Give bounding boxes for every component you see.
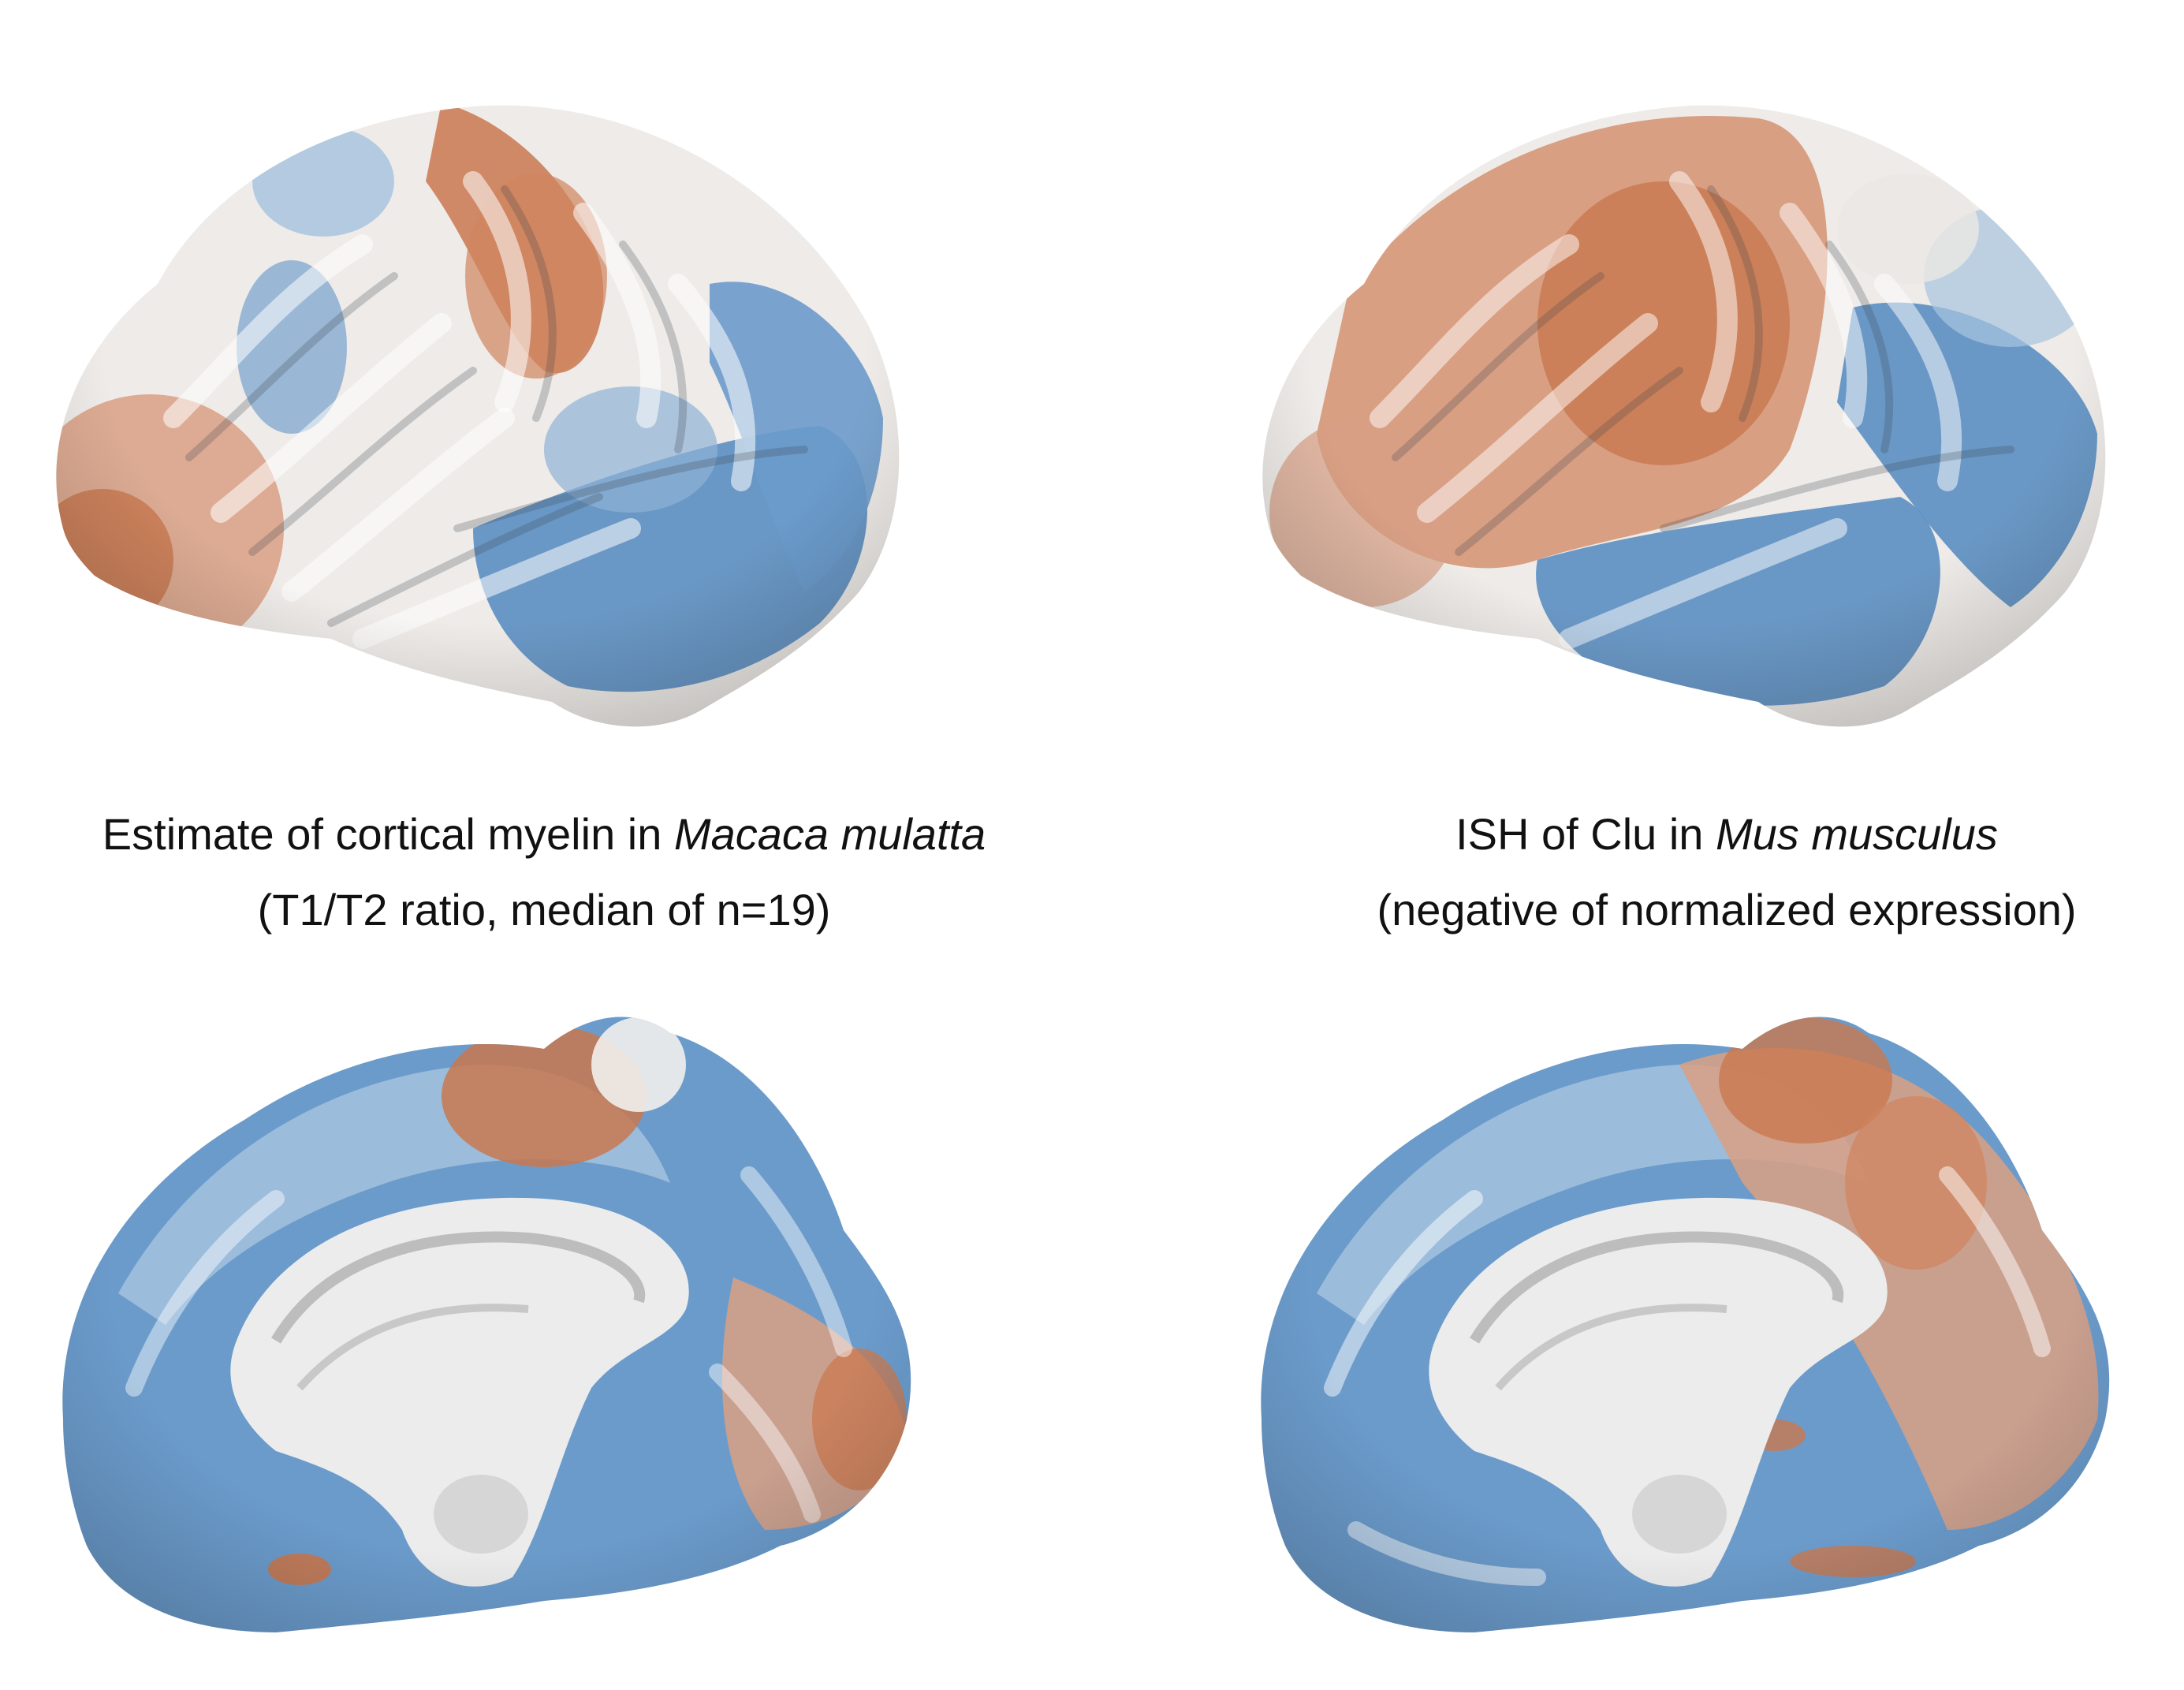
lateral-brain-macaque [32, 87, 938, 741]
caption-mouse-subtitle: (negative of normalized expression) [1377, 885, 2077, 935]
caption-macaque: Estimate of cortical myelin in Macaca mu… [32, 797, 1057, 948]
caption-macaque-title: Estimate of cortical myelin in Macaca mu… [32, 797, 1057, 872]
caption-macaque-prefix: Estimate of cortical myelin in [102, 809, 674, 859]
medial-brain-mouse-svg [1261, 1017, 2110, 1633]
caption-macaque-subtitle: (T1/T2 ratio, median of n=19) [257, 885, 831, 935]
medial-brain-macaque-svg [62, 1017, 911, 1633]
caption-mouse: ISH of Clu in Mus musculus (negative of … [1214, 797, 2184, 948]
caption-mouse-title: ISH of Clu in Mus musculus [1214, 797, 2184, 872]
caption-macaque-species: Macaca mulatta [673, 809, 986, 859]
medial-brain-mouse [1238, 978, 2145, 1640]
caption-mouse-prefix: ISH of Clu in [1455, 809, 1716, 859]
lateral-brain-macaque-svg [56, 105, 900, 727]
caption-mouse-species: Mus musculus [1716, 809, 1998, 859]
lateral-brain-mouse [1238, 87, 2145, 741]
lateral-brain-mouse-svg [1262, 105, 2106, 727]
medial-brain-macaque [39, 978, 946, 1640]
